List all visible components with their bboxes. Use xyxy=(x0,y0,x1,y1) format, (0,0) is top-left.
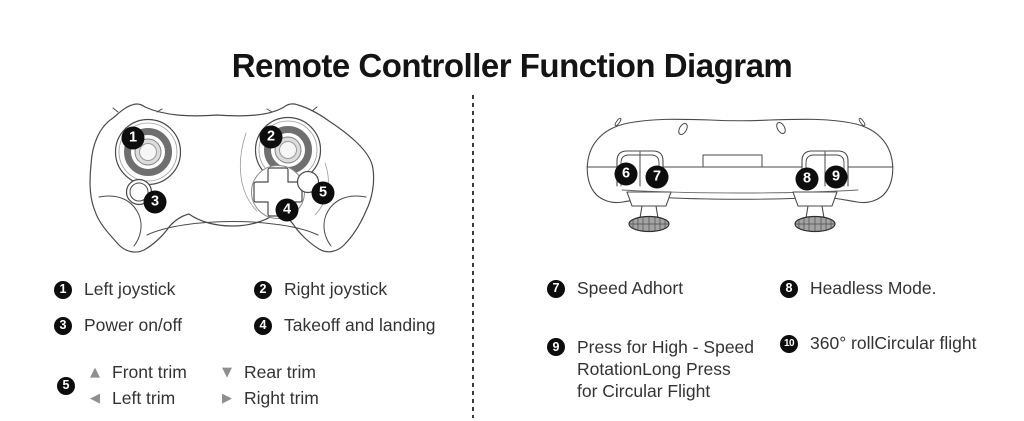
legend-item-2: 2 Right joystick xyxy=(254,279,387,300)
legend-item-5: 5 ▲ Front trim ▼ Rear trim ◀ Left trim ▶… xyxy=(57,362,319,409)
joystick-stem-left xyxy=(626,191,672,219)
trim-rear-label: Rear trim xyxy=(244,362,316,382)
trim-right: ▶ Right trim xyxy=(219,388,319,409)
legend-item-8: 8 Headless Mode. xyxy=(780,278,936,299)
legend-item-7: 7 Speed Adhort xyxy=(547,278,683,299)
legend-badge-3: 3 xyxy=(54,316,72,335)
legend-item-1: 1 Left joystick xyxy=(54,279,175,300)
callout-6: 6 xyxy=(614,162,638,186)
vent-hole-right xyxy=(776,122,786,134)
vent-hole-left xyxy=(678,123,688,135)
callout-7: 7 xyxy=(645,165,669,189)
legend-item-4: 4 Takeoff and landing xyxy=(254,315,435,336)
controller-front-view: 1 2 3 4 5 xyxy=(85,103,380,253)
joystick-cap-left xyxy=(628,215,670,233)
legend-badge-8: 8 xyxy=(780,279,798,298)
legend-badge-9: 9 xyxy=(547,338,565,356)
callout-3: 3 xyxy=(143,190,167,214)
trim-front-label: Front trim xyxy=(112,362,187,382)
section-divider xyxy=(472,95,474,418)
legend-label-3: Power on/off xyxy=(84,315,182,335)
legend-label-4: Takeoff and landing xyxy=(284,315,436,335)
legend-label-9: Press for High - Speed RotationLong Pres… xyxy=(577,337,755,401)
triangle-right-icon: ▶ xyxy=(222,391,232,406)
trim-left-label: Left trim xyxy=(112,388,176,408)
callout-4: 4 xyxy=(275,198,299,222)
callout-8: 8 xyxy=(795,167,819,191)
triangle-left-icon: ◀ xyxy=(90,391,100,406)
legend-label-1: Left joystick xyxy=(84,279,176,299)
callout-9: 9 xyxy=(824,165,848,189)
trim-left: ◀ Left trim xyxy=(87,388,219,409)
legend-label-7: Speed Adhort xyxy=(577,278,684,298)
controller-top-view: 6 7 8 9 xyxy=(580,108,900,248)
callout-5: 5 xyxy=(311,181,335,205)
legend-item-3: 3 Power on/off xyxy=(54,315,182,336)
trim-rear: ▼ Rear trim xyxy=(219,362,319,383)
trim-front: ▲ Front trim xyxy=(87,362,219,383)
joystick-stem-right xyxy=(792,191,838,219)
joystick-cap-right xyxy=(794,215,836,233)
triangle-down-icon: ▼ xyxy=(222,365,232,380)
battery-plate xyxy=(702,154,763,168)
legend-item-10: 10 360° rollCircular flight xyxy=(780,333,977,354)
legend-badge-4: 4 xyxy=(254,316,272,335)
triangle-up-icon: ▲ xyxy=(90,365,100,380)
legend-label-2: Right joystick xyxy=(284,279,388,299)
page-title: Remote Controller Function Diagram xyxy=(231,47,793,84)
legend-badge-10: 10 xyxy=(780,334,798,353)
trim-right-label: Right trim xyxy=(244,388,319,408)
callout-1: 1 xyxy=(121,126,145,150)
legend-badge-2: 2 xyxy=(254,280,272,299)
legend-label-10: 360° rollCircular flight xyxy=(810,333,977,353)
callout-2: 2 xyxy=(259,125,283,149)
legend-badge-1: 1 xyxy=(54,280,72,299)
legend-item-9: 9 Press for High - Speed RotationLong Pr… xyxy=(547,336,754,402)
legend-badge-7: 7 xyxy=(547,279,565,298)
legend-label-8: Headless Mode. xyxy=(810,278,937,298)
legend-badge-5: 5 xyxy=(57,376,75,395)
trim-legend: ▲ Front trim ▼ Rear trim ◀ Left trim ▶ R… xyxy=(87,362,319,409)
controller-front-illustration xyxy=(89,103,375,253)
